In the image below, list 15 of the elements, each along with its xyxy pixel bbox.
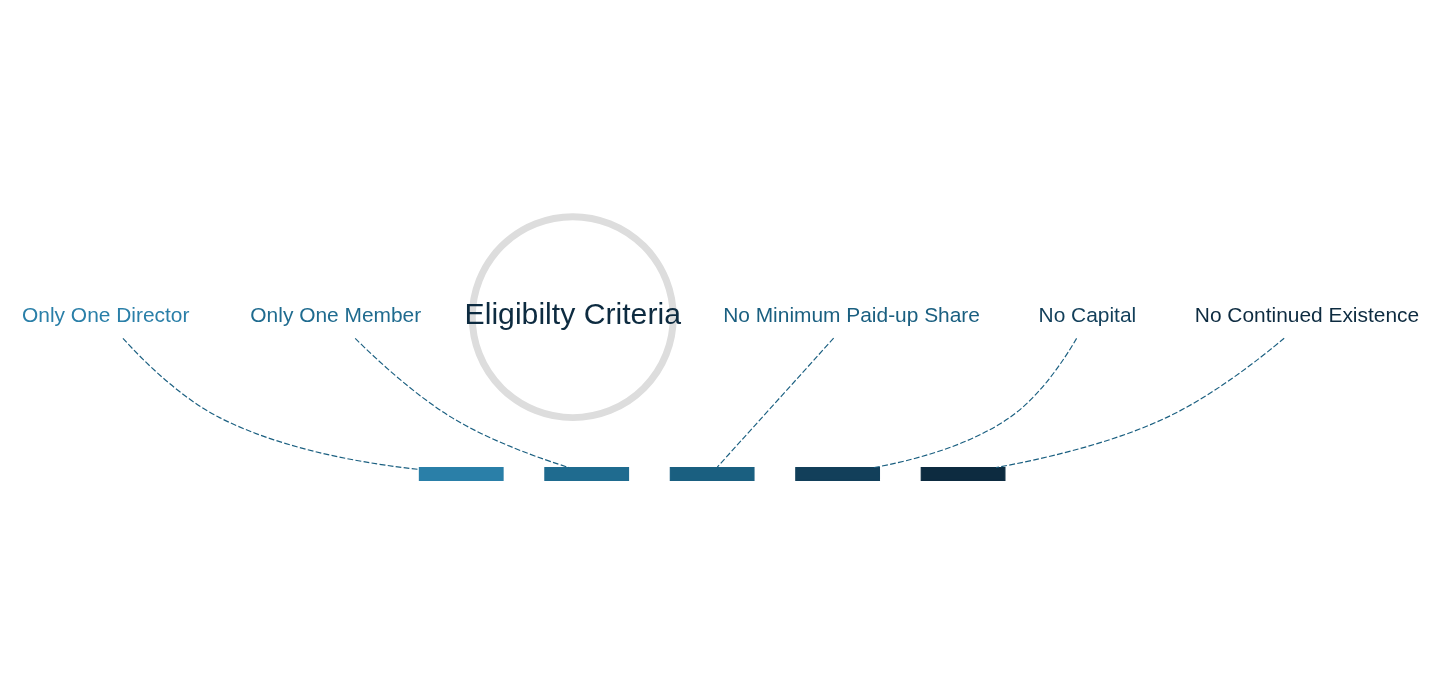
connector bbox=[995, 337, 1285, 469]
node-bar bbox=[418, 467, 504, 481]
node-text: Only One Director bbox=[22, 303, 190, 327]
node-bar bbox=[669, 467, 755, 481]
node-text: Only One Member bbox=[250, 303, 422, 327]
connector bbox=[354, 337, 570, 469]
node-bar bbox=[795, 467, 881, 481]
connector bbox=[122, 337, 420, 471]
connector bbox=[716, 337, 835, 468]
node-bar bbox=[920, 467, 1006, 481]
node-text: No Continued Existence bbox=[1194, 303, 1420, 327]
node-text: No Minimum Paid-up Share bbox=[723, 303, 980, 327]
node-bar bbox=[544, 467, 630, 481]
node-text: No Capital bbox=[1038, 303, 1137, 327]
connector bbox=[873, 337, 1078, 469]
